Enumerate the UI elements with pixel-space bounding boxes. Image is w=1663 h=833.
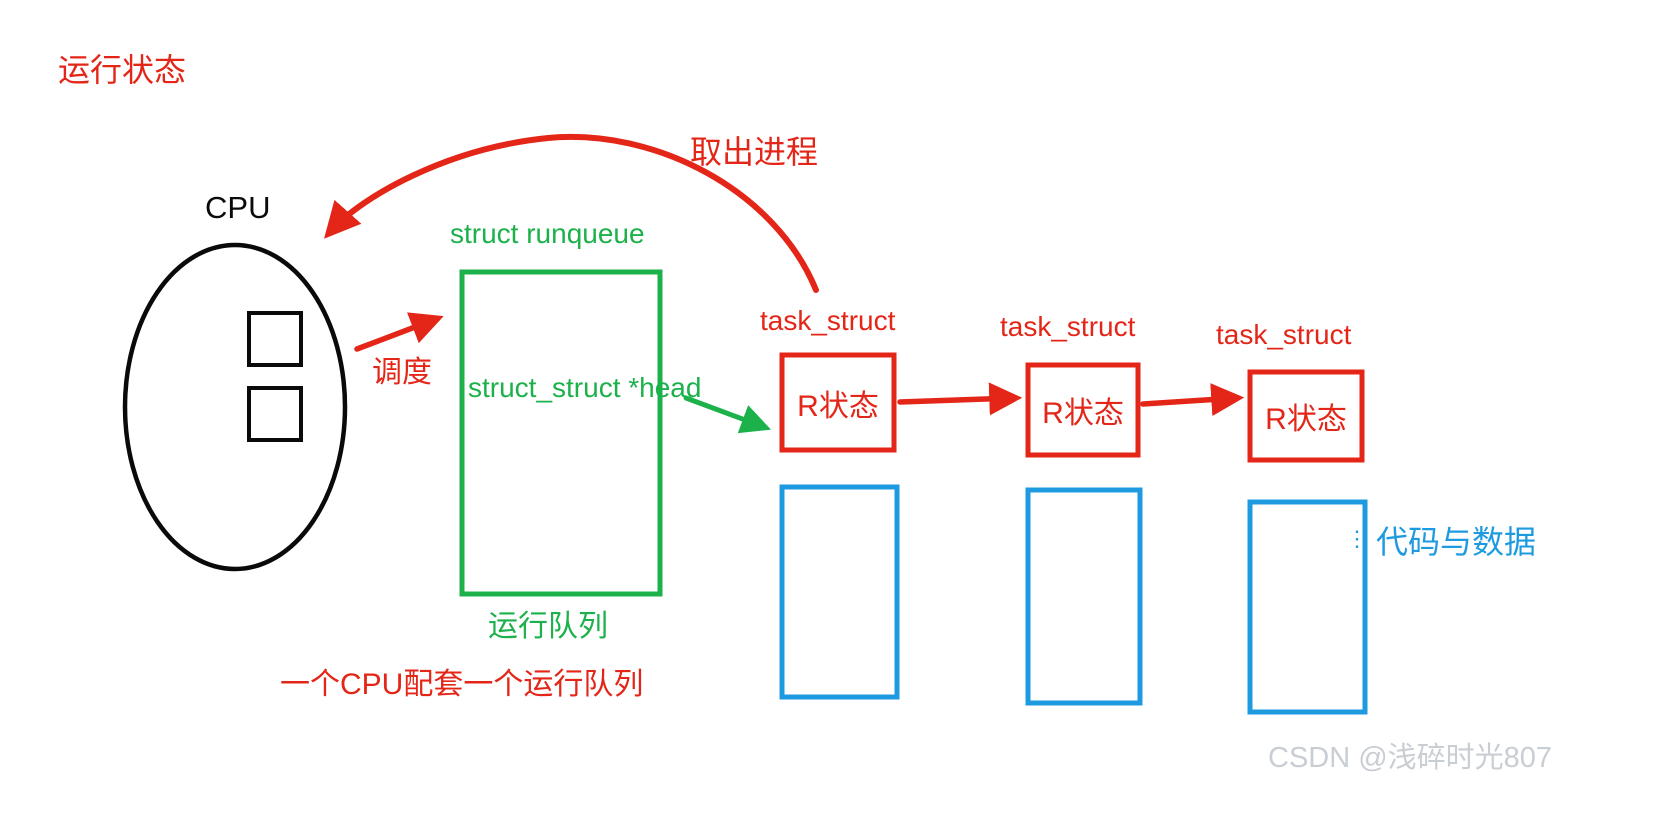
code-data-ellipsis: ⋮ (1346, 526, 1368, 551)
task-box-2 (1025, 362, 1141, 458)
head-pointer-label: struct_struct *head (468, 372, 702, 403)
task-box-1 (779, 352, 897, 453)
task-label-3: task_struct (1216, 319, 1352, 350)
fetch-process-arrow (324, 134, 819, 293)
task-label-2: task_struct (1000, 311, 1136, 342)
code-data-box-3 (1247, 499, 1368, 715)
task-state-2: R状态 (1042, 397, 1124, 430)
cpu-ellipse (122, 242, 348, 572)
task-link-arrow-1 (897, 382, 1023, 416)
fetch-process-label: 取出进程 (690, 134, 819, 170)
task-label-1: task_struct (760, 305, 896, 336)
code-data-box-1 (779, 484, 900, 700)
head-pointer-arrow (683, 395, 772, 434)
task-state-3: R状态 (1265, 403, 1347, 436)
schedule-label: 调度 (372, 356, 432, 389)
runqueue-title: struct runqueue (450, 218, 645, 249)
cpu-core-square-1 (247, 311, 303, 367)
task-state-1: R状态 (797, 389, 879, 423)
runqueue-caption: 运行队列 (488, 610, 608, 643)
schedule-arrow (354, 312, 444, 352)
task-link-arrow-2 (1140, 383, 1245, 417)
runqueue-box (459, 269, 663, 597)
task-box-3 (1247, 369, 1365, 463)
page-title: 运行状态 (58, 52, 187, 88)
runqueue-note: 一个CPU配套一个运行队列 (280, 668, 644, 701)
code-data-box-2 (1025, 487, 1143, 706)
cpu-label: CPU (205, 190, 271, 225)
code-data-label: 代码与数据 (1376, 524, 1537, 560)
cpu-core-square-2 (247, 386, 303, 442)
watermark: CSDN @浅碎时光807 (1268, 742, 1553, 774)
